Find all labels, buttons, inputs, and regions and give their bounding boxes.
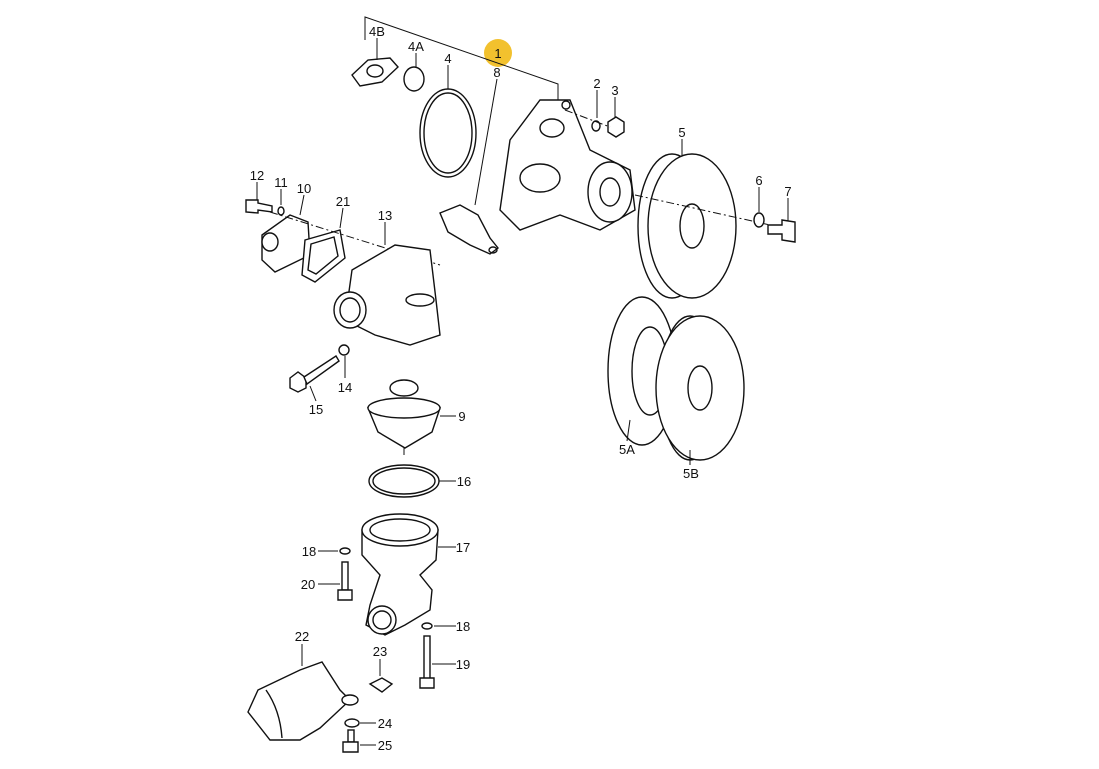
- callout-11[interactable]: 11: [274, 175, 288, 190]
- callout-1[interactable]: 1: [494, 46, 501, 61]
- callout-8[interactable]: 8: [493, 65, 500, 80]
- part-6-washer: [753, 187, 765, 228]
- callout-5b[interactable]: 5B: [683, 466, 699, 481]
- callout-13[interactable]: 13: [378, 208, 392, 223]
- callout-21[interactable]: 21: [336, 194, 350, 209]
- callout-highlight: [484, 39, 512, 67]
- part-1-water-pump: [499, 99, 636, 231]
- callout-19[interactable]: 19: [456, 657, 470, 672]
- callout-17[interactable]: 17: [456, 540, 470, 555]
- part-2-washer: [591, 90, 601, 132]
- part-22-heat-shield: [247, 644, 359, 741]
- part-23-nut: [368, 659, 394, 693]
- part-9-thermostat: [366, 379, 456, 455]
- part-5b-pulley: [655, 315, 745, 465]
- part-10-flange: [261, 194, 311, 273]
- part-11-washer: [277, 189, 285, 216]
- callout-4[interactable]: 4: [444, 51, 451, 66]
- part-4-o-ring: [419, 65, 477, 178]
- part-5-pulley: [637, 139, 737, 299]
- callout-5[interactable]: 5: [678, 125, 685, 140]
- callout-16[interactable]: 16: [457, 474, 471, 489]
- callout-6[interactable]: 6: [755, 173, 762, 188]
- part-3-nut: [607, 97, 625, 138]
- part-4b-gasket: [351, 38, 399, 87]
- part-20-bolt: [318, 561, 353, 601]
- part-18-washer: [318, 547, 351, 555]
- part-15-bolt: [289, 355, 340, 402]
- callout-23[interactable]: 23: [373, 644, 387, 659]
- callout-12[interactable]: 12: [250, 168, 264, 183]
- callout-24[interactable]: 24: [378, 716, 392, 731]
- callout-2[interactable]: 2: [593, 76, 600, 91]
- part-24-washer: [344, 718, 376, 728]
- callout-18[interactable]: 18: [302, 544, 316, 559]
- part-12-bolt: [245, 182, 273, 214]
- part-7-bolt: [767, 198, 796, 243]
- callout-14[interactable]: 14: [338, 380, 352, 395]
- callout-labels: 1 8 4B 4A 4 2 3 5 6 7 12 11 10 21 13 14 …: [250, 24, 792, 753]
- part-4a-plug: [403, 53, 425, 92]
- callout-4a[interactable]: 4A: [408, 39, 424, 54]
- callout-7[interactable]: 7: [784, 184, 791, 199]
- callout-10[interactable]: 10: [297, 181, 311, 196]
- callout-4b[interactable]: 4B: [369, 24, 385, 39]
- part-16-seal-ring: [368, 464, 456, 498]
- part-17-cover: [361, 513, 456, 636]
- part-8-gasket: [439, 78, 499, 255]
- part-18-washer-lower: [421, 622, 456, 630]
- callout-18-lower[interactable]: 18: [456, 619, 470, 634]
- callout-22[interactable]: 22: [295, 629, 309, 644]
- part-14-washer: [338, 344, 350, 378]
- callout-25[interactable]: 25: [378, 738, 392, 753]
- part-25-bolt: [342, 729, 376, 753]
- callout-5a[interactable]: 5A: [619, 442, 635, 457]
- callout-15[interactable]: 15: [309, 402, 323, 417]
- callout-3[interactable]: 3: [611, 83, 618, 98]
- callout-9[interactable]: 9: [458, 409, 465, 424]
- part-19-bolt: [419, 635, 456, 689]
- centerline: [634, 194, 771, 226]
- part-21-gasket: [301, 207, 346, 283]
- leader-1: [364, 16, 559, 100]
- part-13-thermostat-housing: [333, 222, 441, 346]
- callout-20[interactable]: 20: [301, 577, 315, 592]
